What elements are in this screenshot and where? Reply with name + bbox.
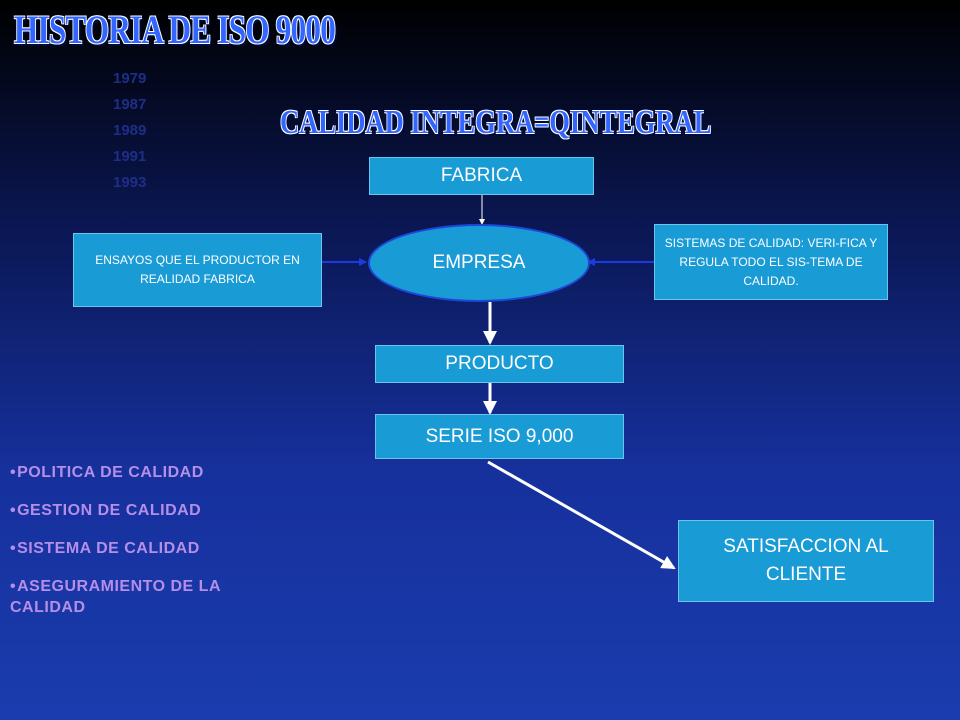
year-list: 1979 1987 1989 1991 1993 — [113, 66, 146, 196]
bullet-item: GESTION DE CALIDAD — [10, 500, 260, 521]
arrow-serie-satisfaccion — [487, 460, 676, 570]
quality-bullet-list: POLITICA DE CALIDAD GESTION DE CALIDAD S… — [10, 462, 260, 635]
producto-box: PRODUCTO — [375, 345, 624, 383]
bullet-item: ASEGURAMIENTO DE LA CALIDAD — [10, 576, 260, 618]
year-item: 1989 — [113, 122, 147, 139]
ensayos-box: ENSAYOS QUE EL PRODUCTOR EN REALIDAD FAB… — [73, 233, 322, 307]
sistemas-box: SISTEMAS DE CALIDAD: VERI-FICA Y REGULA … — [654, 224, 888, 300]
empresa-ellipse: EMPRESA — [368, 224, 590, 302]
year-item: 1979 — [113, 70, 147, 87]
bullet-item: POLITICA DE CALIDAD — [10, 462, 260, 483]
slide-title: HISTORIA DE ISO 9000 — [14, 7, 336, 52]
bullet-item: SISTEMA DE CALIDAD — [10, 538, 260, 559]
year-item: 1991 — [113, 148, 147, 165]
slide-subtitle: CALIDAD INTEGRA=QINTEGRAL — [280, 104, 712, 141]
satisfaccion-box: SATISFACCION AL CLIENTE — [678, 520, 934, 602]
year-item: 1987 — [113, 96, 147, 113]
serie-iso-box: SERIE ISO 9,000 — [375, 414, 624, 459]
year-item: 1993 — [113, 174, 147, 191]
fabrica-box: FABRICA — [369, 157, 594, 195]
